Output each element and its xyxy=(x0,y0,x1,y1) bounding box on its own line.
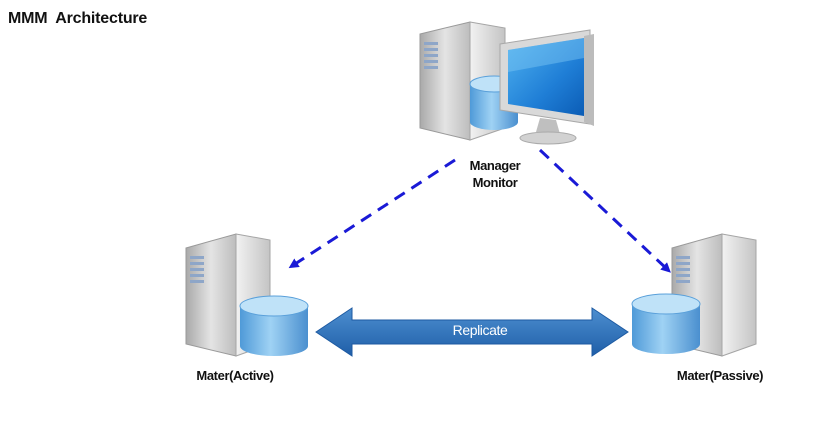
monitor-icon xyxy=(499,29,594,145)
passive-master-label: Mater(Passive) xyxy=(676,368,764,383)
replicate-label: Replicate xyxy=(452,322,508,338)
monitor-to-active-arrow xyxy=(288,158,456,269)
passive-master-server-icon xyxy=(631,233,757,357)
monitor-to-passive-arrow xyxy=(538,148,671,273)
manager-label: Manager xyxy=(469,158,521,173)
diagram-title: MMM Architecture xyxy=(8,10,148,27)
monitor-label: Monitor xyxy=(472,175,518,190)
active-master-server-icon xyxy=(185,233,309,357)
replicate-arrow xyxy=(315,307,629,357)
active-master-label: Mater(Active) xyxy=(196,368,274,383)
